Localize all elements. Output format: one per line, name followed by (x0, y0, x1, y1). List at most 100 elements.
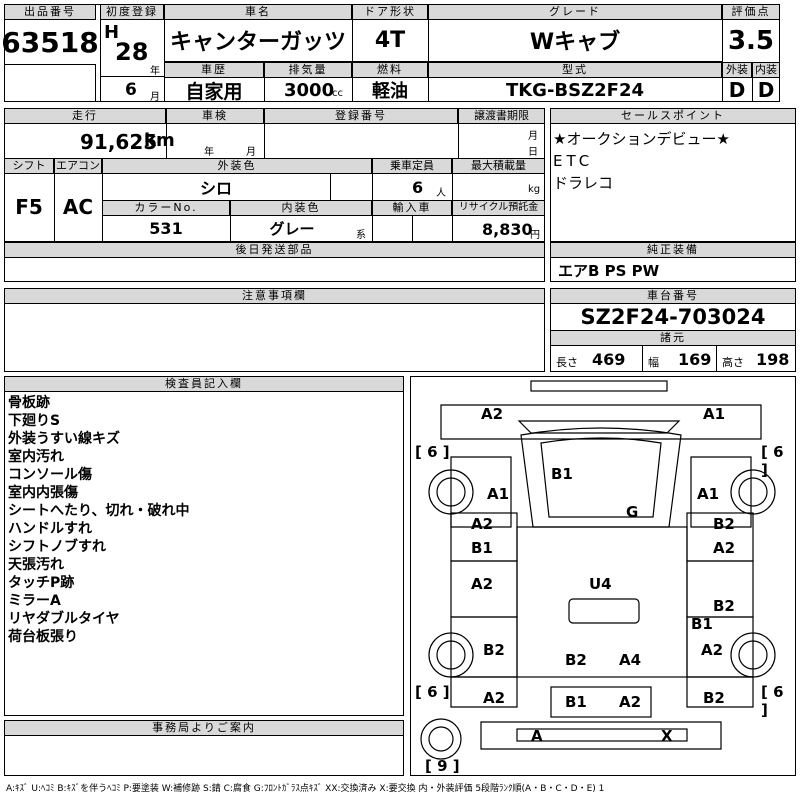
spare-count: [ 9 ] (425, 757, 460, 775)
office-label: 事務局よりご案内 (4, 720, 404, 736)
transfer-month-unit: 月 (528, 131, 538, 142)
damage-mark: B1 (551, 465, 573, 483)
transfer-label: 譲渡書期限 (458, 108, 545, 124)
inspector-note: シフトノブすれ (8, 539, 106, 555)
damage-mark: B1 (691, 615, 713, 633)
interior-label: 内装 (752, 62, 780, 78)
capacity: 6 (412, 178, 424, 197)
height-label: 高さ (722, 356, 744, 369)
tailgate-outline (550, 686, 652, 718)
sales-point-item: ★オークションデビュー★ (553, 130, 730, 148)
import-sep (412, 216, 413, 242)
height-value: 198 (756, 350, 790, 369)
damage-mark: B2 (713, 515, 735, 533)
inspector-note: 天張汚れ (8, 557, 64, 573)
inspector-note: シートへたり、切れ・破れ中 (8, 503, 190, 519)
cab-front-outline (440, 404, 762, 440)
score-label: 評価点 (722, 4, 780, 20)
tire-rear-right (730, 632, 776, 678)
chassis-label: 車台番号 (550, 288, 796, 304)
shift-label: シフト (4, 158, 54, 174)
damage-mark: B2 (703, 689, 725, 707)
car-name: キャンターガッツ (169, 30, 346, 55)
shift: F5 (15, 195, 43, 219)
inspection-label: 車検 (166, 108, 264, 124)
era: H (104, 22, 120, 43)
color-no: 531 (149, 218, 183, 238)
sales-point-item: ドラレコ (553, 174, 614, 192)
tire-count-fr: [ 6 ] (761, 443, 784, 479)
damage-mark: B2 (483, 641, 505, 659)
inspector-note: 外装うすい線キズ (8, 431, 120, 447)
mileage-unit: km (144, 130, 175, 151)
damage-mark: G (626, 503, 639, 521)
displacement-sep (264, 62, 265, 102)
car-name-label: 車名 (164, 4, 352, 20)
inspector-note: ミラーA (8, 593, 61, 609)
recycle-unit: 円 (530, 230, 540, 241)
damage-diagram: [ 6 ] [ 6 ] [ 6 ] [ 6 ] [ 9 ] A2 A1 B1 A… (410, 376, 796, 776)
inspector-note: 室内内張傷 (8, 485, 78, 501)
mileage: 91,625 (80, 130, 158, 154)
transfer-day-unit: 日 (528, 147, 538, 158)
tire-front-left (428, 469, 474, 515)
sales-point-item: ETC (553, 152, 594, 170)
rear-bumper-outline (480, 721, 722, 750)
int-color-unit: 系 (356, 230, 366, 241)
door-sep (352, 4, 353, 102)
first-reg-year: 28 (115, 38, 149, 66)
inspector-note: 下廻りS (8, 413, 61, 429)
tire-front-right (730, 469, 776, 515)
width-label: 幅 (648, 356, 659, 369)
int-color-label: 内装色 (230, 200, 372, 216)
inspector-note: ハンドルすれ (8, 521, 92, 537)
ac-label: エアコン (54, 158, 102, 174)
equipment-value: エアB PS PW (558, 262, 660, 280)
sales-points-label: セールスポイント (550, 108, 796, 124)
inspector-note: 荷台板張り (8, 629, 78, 645)
lot-no-label: 出品番号 (4, 4, 96, 20)
damage-mark: A1 (697, 485, 720, 503)
mileage-label: 走行 (4, 108, 166, 124)
load-label: 最大積載量 (452, 158, 545, 174)
interior-score: D (757, 78, 775, 102)
dim-sep2 (716, 346, 717, 372)
damage-mark: A2 (619, 693, 642, 711)
row2-v3 (458, 108, 459, 158)
exterior-score: D (728, 78, 746, 102)
cab-outline (520, 427, 682, 528)
first-reg-sep (164, 4, 165, 102)
damage-mark: X (661, 727, 673, 745)
door: 4T (374, 27, 406, 53)
spare-tire (420, 718, 462, 760)
inspection-month-unit: 月 (246, 147, 256, 158)
later-parts-label: 後日発送部品 (4, 242, 545, 258)
grade: Wキャブ (529, 30, 621, 55)
tire-count-rr: [ 6 ] (761, 683, 784, 719)
equipment-label: 純正装備 (550, 242, 796, 258)
bed-outline (516, 526, 688, 678)
damage-mark: A2 (471, 575, 494, 593)
width-value: 169 (678, 350, 712, 369)
score-sep (722, 4, 723, 102)
inspector-note: 骨板跡 (8, 395, 50, 411)
model-label: 型式 (428, 62, 722, 78)
import-label: 輸入車 (372, 200, 452, 216)
history: 自家用 (185, 80, 243, 103)
inspector-label: 検査員記入欄 (4, 376, 404, 392)
length-value: 469 (592, 350, 626, 369)
damage-mark: B1 (471, 539, 493, 557)
chassis-number: SZ2F24-703024 (580, 305, 766, 329)
dim-sep1 (642, 346, 643, 372)
damage-mark: A (531, 727, 543, 745)
damage-mark: B1 (565, 693, 587, 711)
capacity-unit: 人 (436, 188, 446, 199)
front-bumper-outline (530, 380, 668, 392)
inspector-note: リヤダブルタイヤ (8, 611, 120, 627)
inspector-note: 室内汚れ (8, 449, 64, 465)
bed-window (568, 598, 640, 624)
inspector-note: コンソール傷 (8, 467, 92, 483)
damage-mark: A2 (471, 515, 494, 533)
first-reg-label: 初度登録 (100, 4, 164, 20)
exterior-label: 外装 (722, 62, 752, 78)
